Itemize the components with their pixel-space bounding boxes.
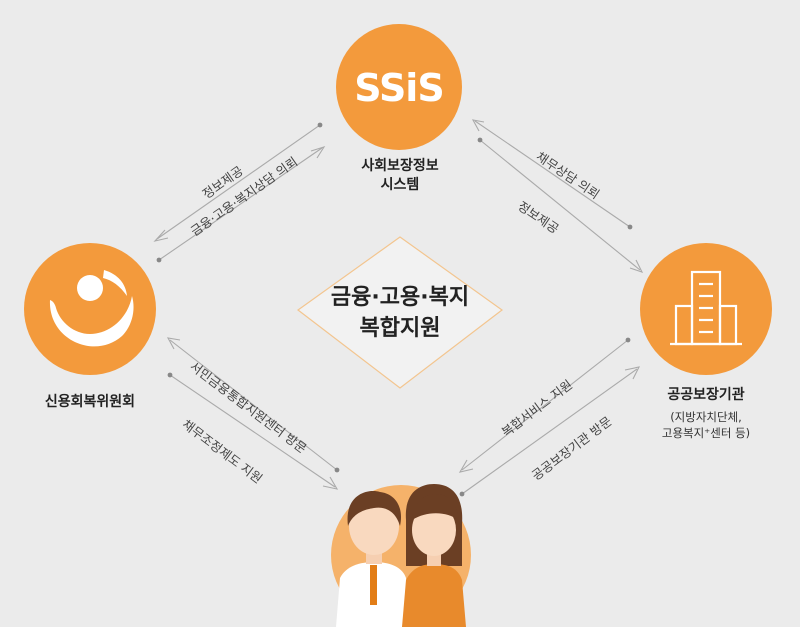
arrowhead-top-left-lower	[310, 146, 326, 159]
arrow-line-top-left-lower	[158, 147, 323, 261]
arrow-dot-bottom-left-lower	[167, 372, 173, 378]
arrow-dot-top-left-upper	[317, 122, 323, 128]
arrowhead-bottom-left-upper	[166, 337, 181, 350]
woman-face	[412, 504, 456, 556]
two-people-icon	[336, 484, 466, 627]
arrow-line-bottom-left-lower	[169, 374, 336, 488]
abstract-person-logo-icon	[49, 270, 134, 347]
arrowhead-top-left-upper	[153, 229, 169, 242]
ssis-logo-icon: SSiS	[354, 66, 443, 110]
arrow-line-top-right-lower	[479, 139, 641, 271]
node-left-circle	[24, 243, 156, 375]
arrow-line-top-left-upper	[156, 124, 321, 240]
node-right-sublabel: (지방자치단체, 고용복지⁺센터 등)	[640, 409, 772, 441]
arrow-dot-bottom-right-lower	[459, 491, 465, 497]
node-right-sub-line2: 고용복지⁺센터 등)	[661, 426, 751, 440]
arrows-bottom-left	[166, 337, 340, 490]
node-right-label: 공공보장기관	[667, 387, 745, 403]
arrowhead-bottom-right-lower	[624, 366, 641, 380]
node-top-label: 사회보장정보 시스템	[340, 157, 460, 195]
woman-body	[402, 564, 466, 627]
arrows-bottom-right	[458, 337, 641, 497]
man-tie	[370, 565, 377, 605]
arrow-dot-bottom-left-upper	[334, 467, 340, 473]
arrow-dot-top-right-upper	[627, 224, 633, 230]
center-title-line1: 금융·고용·복지	[330, 285, 470, 310]
node-bottom	[331, 484, 471, 627]
woman-bangs	[412, 494, 458, 520]
arrow-line-bottom-right-lower	[461, 368, 638, 495]
node-right-sub-line1: (지방자치단체,	[670, 410, 742, 424]
arrowhead-bottom-left-lower	[322, 476, 339, 490]
arrows-top-right	[471, 119, 644, 273]
man-hair	[347, 491, 402, 526]
node-top-label-line2: 시스템	[380, 177, 420, 193]
node-top-circle	[336, 24, 462, 150]
center-diamond	[296, 236, 504, 389]
node-left-label: 신용회복위원회	[44, 394, 136, 410]
node-top-label-line1: 사회보장정보	[361, 158, 439, 174]
arrowhead-bottom-right-upper	[458, 459, 474, 473]
arrow-dot-bottom-right-upper	[625, 337, 631, 343]
arrow-dot-top-right-lower	[477, 137, 483, 143]
node-left	[24, 243, 156, 375]
center-title-line2: 복합지원	[359, 316, 441, 341]
arrowhead-top-right-upper	[471, 119, 485, 132]
node-right	[640, 243, 772, 375]
arrow-dot-top-left-lower	[156, 257, 162, 263]
office-building-icon	[670, 270, 742, 346]
arrowhead-top-right-lower	[629, 259, 644, 273]
arrow-line-bottom-right-upper	[461, 339, 629, 471]
arrow-line-bottom-left-upper	[169, 339, 338, 471]
arrow-line-top-right-upper	[474, 120, 631, 228]
arrows-top-left	[153, 122, 326, 263]
node-top-ssis: SSiS	[336, 24, 462, 150]
